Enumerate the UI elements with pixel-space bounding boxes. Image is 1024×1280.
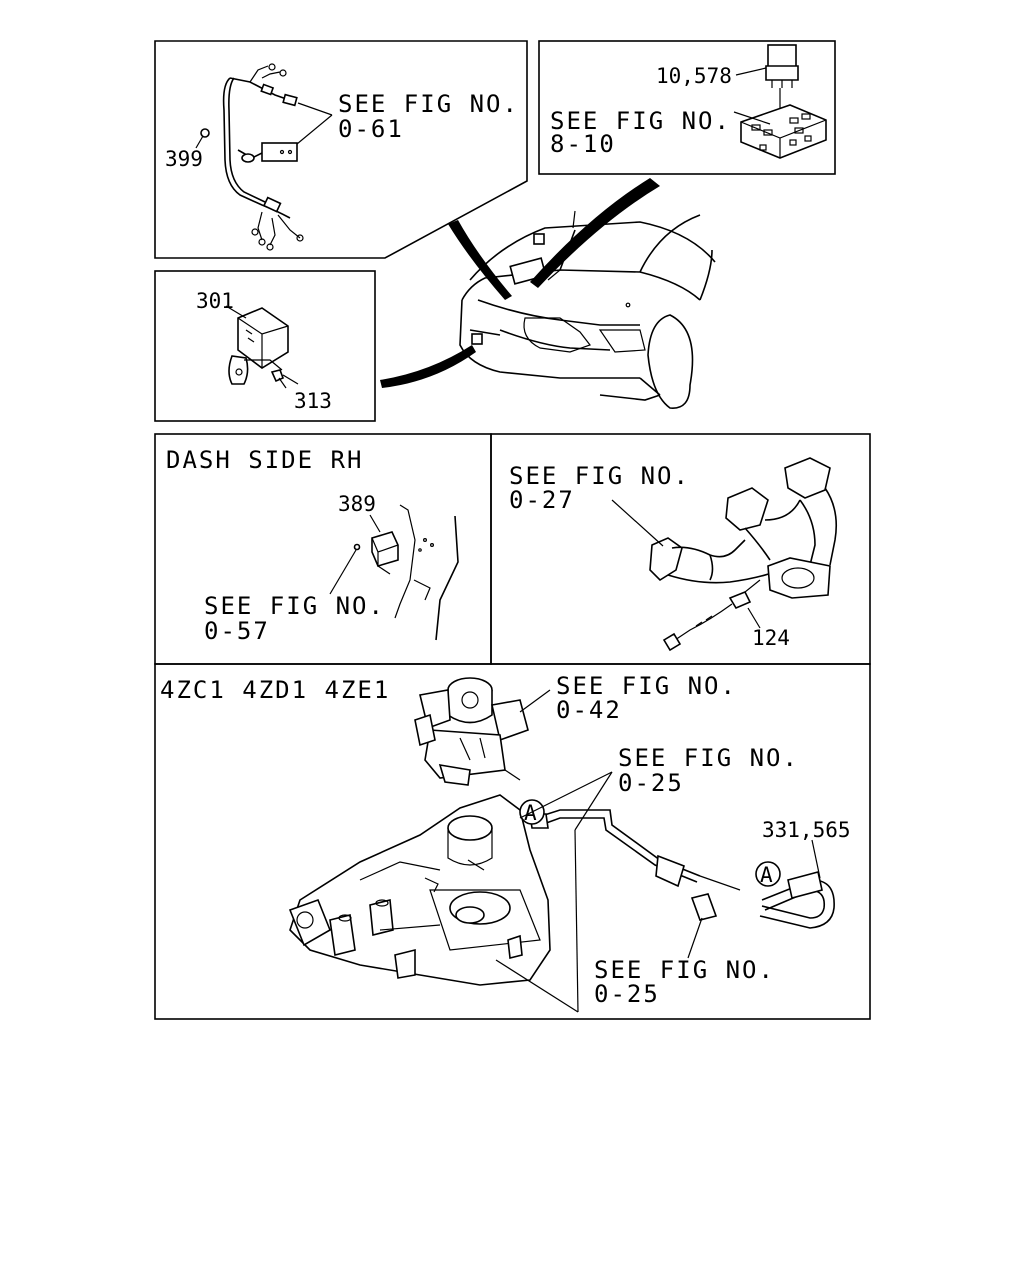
see-fig-label: SEE FIG NO. bbox=[338, 90, 519, 118]
leader-line bbox=[369, 514, 381, 533]
pointer-to-harness bbox=[448, 220, 512, 300]
fig-number: 0-42 bbox=[556, 696, 622, 724]
see-fig-label: SEE FIG NO. bbox=[618, 744, 799, 772]
pointer-to-module bbox=[380, 345, 476, 388]
vehicle-drawing bbox=[459, 210, 716, 409]
exhaust-panel: SEE FIG NO. 0-27 124 bbox=[490, 433, 871, 665]
leader-line bbox=[574, 771, 613, 831]
relay-block-panel: 10,578 SEE FIG NO. 8-10 bbox=[538, 40, 836, 175]
fig-number: 0-61 bbox=[338, 115, 404, 143]
part-number: 313 bbox=[294, 389, 332, 413]
fig-number: 0-57 bbox=[204, 617, 270, 645]
wire-harness-drawing bbox=[200, 63, 304, 251]
module-drawing bbox=[228, 307, 289, 389]
dash-side-panel: DASH SIDE RH 389 SEE FIG NO. 0-57 bbox=[154, 433, 492, 665]
panel-title: 4ZC1 4ZD1 4ZE1 bbox=[160, 676, 390, 704]
intake-manifold-drawing bbox=[288, 794, 551, 986]
marker-label: A bbox=[760, 863, 773, 887]
fuse-block bbox=[740, 104, 827, 159]
front-wheel bbox=[647, 314, 694, 409]
leader-line bbox=[687, 917, 703, 959]
dash-drawing bbox=[353, 504, 459, 641]
front-module-panel: 301 313 bbox=[154, 270, 376, 422]
leader-line bbox=[519, 771, 613, 819]
harness-panel: SEE FIG NO. 0-61 399 bbox=[154, 40, 528, 259]
module-location bbox=[471, 333, 483, 345]
grommet-399 bbox=[200, 128, 210, 138]
relay-drawing bbox=[740, 44, 827, 159]
pointer-to-relay bbox=[530, 178, 660, 288]
fig-number: 0-27 bbox=[509, 486, 575, 514]
leader-line bbox=[495, 959, 579, 1013]
leader-line bbox=[811, 839, 821, 879]
leader-line bbox=[282, 374, 299, 385]
leader-line bbox=[296, 114, 333, 145]
engine-panel-border bbox=[154, 663, 871, 1020]
part-number: 399 bbox=[165, 147, 203, 171]
connection-marker-a bbox=[755, 861, 781, 887]
part-number: 124 bbox=[752, 626, 790, 650]
leader-line bbox=[297, 102, 333, 116]
leader-line bbox=[611, 499, 664, 547]
leader-line bbox=[329, 549, 357, 595]
part-number: 389 bbox=[338, 492, 376, 516]
see-fig-label: SEE FIG NO. bbox=[550, 107, 731, 135]
engine-panel: A A 4ZC1 4ZD1 4ZE1 SEE FIG NO. 0-42 SEE … bbox=[154, 663, 871, 1020]
panel-title: DASH SIDE RH bbox=[166, 446, 363, 474]
pcv-pipe-drawing bbox=[529, 809, 835, 929]
fig-number: 0-25 bbox=[594, 980, 660, 1008]
harness-panel-border bbox=[154, 40, 528, 259]
leader-line bbox=[747, 607, 761, 629]
part-number: 10,578 bbox=[656, 64, 732, 88]
see-fig-label: SEE FIG NO. bbox=[594, 956, 775, 984]
see-fig-label: SEE FIG NO. bbox=[556, 672, 737, 700]
leader-line bbox=[225, 305, 247, 319]
leader-line bbox=[574, 829, 579, 1013]
see-fig-label: SEE FIG NO. bbox=[204, 592, 385, 620]
part-number: 301 bbox=[196, 289, 234, 313]
part-number: 331,565 bbox=[762, 818, 851, 842]
fig-number: 8-10 bbox=[550, 130, 616, 158]
see-fig-label: SEE FIG NO. bbox=[509, 462, 690, 490]
exhaust-manifold-drawing bbox=[649, 457, 838, 652]
module-panel-border bbox=[154, 270, 376, 422]
throttle-body-drawing bbox=[414, 677, 529, 786]
leader-line bbox=[504, 769, 521, 781]
leader-line bbox=[733, 111, 771, 125]
leader-line bbox=[735, 67, 767, 76]
leader-line bbox=[519, 689, 551, 713]
module-box bbox=[261, 142, 298, 162]
leader-line bbox=[195, 135, 204, 149]
fig-number: 0-25 bbox=[618, 769, 684, 797]
relay-panel-border bbox=[538, 40, 836, 175]
